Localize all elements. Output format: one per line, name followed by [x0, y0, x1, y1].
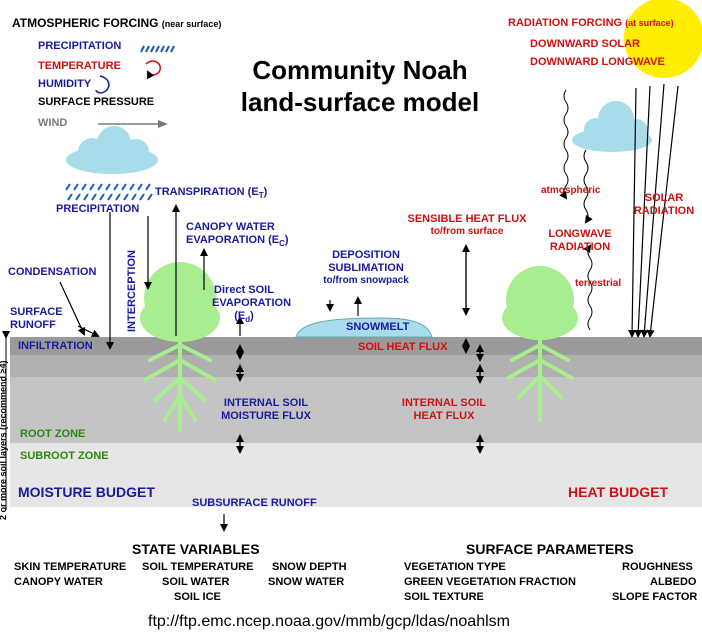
soil-heat-flux-label: SOIL HEAT FLUX [358, 341, 448, 353]
precipitation-label: PRECIPITATION [56, 203, 140, 215]
soil-layer-root [10, 377, 702, 443]
param-soil-texture: SOIL TEXTURE [404, 591, 484, 603]
atmospheric-forcing-heading: ATMOSPHERIC FORCING (near surface) [12, 16, 222, 30]
param-slope-factor: SLOPE FACTOR [612, 591, 698, 603]
param-albedo: ALBEDO [650, 576, 697, 588]
param-vegetation-type: VEGETATION TYPE [404, 561, 506, 573]
terrestrial-label: terrestrial [575, 278, 622, 289]
legend-temperature: TEMPERATURE [38, 60, 121, 72]
param-roughness: ROUGHNESS [622, 561, 693, 573]
moisture-budget-label: MOISTURE BUDGET [18, 484, 155, 500]
snowmelt-label: SNOWMELT [346, 321, 410, 333]
internal-soil-heat-flux-label: INTERNAL SOIL HEAT FLUX [401, 397, 487, 422]
snowpack-icon [295, 317, 433, 338]
tree-left-icon [140, 262, 220, 432]
solar-radiation-label: SOLAR RADIATION [633, 192, 695, 217]
deposition-sublimation-label: DEPOSITION SUBLIMATION to/from snowpack [323, 249, 409, 286]
state-var-soil-ice: SOIL ICE [174, 591, 221, 603]
legend-surface-pressure: SURFACE PRESSURE [38, 96, 155, 108]
canopy-water-evaporation-label: CANOPY WATER EVAPORATION (EC) [186, 221, 289, 249]
surface-runoff-label: SURFACE RUNOFF [10, 306, 63, 331]
state-var-snow-depth: SNOW DEPTH [272, 561, 347, 573]
param-green-vegetation-fraction: GREEN VEGETATION FRACTION [404, 576, 576, 588]
internal-soil-moisture-flux-label: INTERNAL SOIL MOISTURE FLUX [221, 397, 311, 422]
surface-parameters-heading: SURFACE PARAMETERS [466, 541, 634, 557]
rain-cloud-icon [65, 126, 158, 201]
interception-label: INTERCEPTION [126, 250, 138, 332]
soil-layer-surface [10, 337, 702, 355]
infiltration-label: INFILTRATION [18, 340, 93, 352]
longwave-radiation-label: LONGWAVE RADIATION [548, 228, 612, 253]
transpiration-label: TRANSPIRATION (ET) [155, 186, 268, 201]
root-zone-label: ROOT ZONE [20, 428, 86, 440]
temperature-legend-icon [145, 60, 161, 80]
direct-soil-evaporation-label: Direct SOIL EVAPORATION (Ed) [212, 284, 292, 325]
state-var-soil-temperature: SOIL TEMPERATURE [142, 561, 254, 573]
longwave-down-wave-1 [559, 89, 569, 200]
humidity-legend-icon [95, 75, 110, 94]
sun-icon [624, 0, 702, 78]
precipitation-legend-icon [140, 45, 175, 53]
atmospheric-label: atmospheric [541, 185, 601, 196]
soil-layer-upper [10, 355, 702, 377]
cloud-icon [572, 101, 652, 152]
downward-longwave-label: DOWNWARD LONGWAVE [530, 56, 665, 68]
state-var-canopy-water: CANOPY WATER [14, 576, 103, 588]
title-line-1: Community Noah [252, 55, 468, 85]
downward-solar-label: DOWNWARD SOLAR [530, 38, 640, 50]
soil-layers-label: 2 or more soil layers (recommend ≥4) [0, 360, 8, 521]
condensation-label: CONDENSATION [8, 266, 97, 278]
legend-precipitation: PRECIPITATION [38, 40, 122, 52]
title-line-2: land-surface model [240, 87, 480, 117]
soil-layer-subroot [10, 443, 702, 507]
legend-humidity: HUMIDITY [38, 78, 92, 90]
tree-right-icon [502, 266, 578, 422]
radiation-forcing-heading: RADIATION FORCING (at surface) [508, 17, 674, 29]
state-var-skin-temperature: SKIN TEMPERATURE [14, 561, 127, 573]
longwave-down-wave-2 [583, 149, 593, 224]
footer-url[interactable]: ftp://ftp.emc.ncep.noaa.gov/mmb/gcp/ldas… [148, 613, 510, 630]
sensible-heat-flux-label: SENSIBLE HEAT FLUX to/from surface [407, 213, 527, 237]
subsurface-runoff-label: SUBSURFACE RUNOFF [192, 497, 317, 509]
state-variables-heading: STATE VARIABLES [132, 541, 260, 557]
legend-wind: WIND [38, 117, 68, 129]
state-var-snow-water: SNOW WATER [268, 576, 345, 588]
state-var-soil-water: SOIL WATER [162, 576, 230, 588]
subroot-zone-label: SUBROOT ZONE [20, 450, 109, 462]
longwave-up-wave [583, 244, 593, 331]
heat-budget-label: HEAT BUDGET [568, 484, 669, 500]
